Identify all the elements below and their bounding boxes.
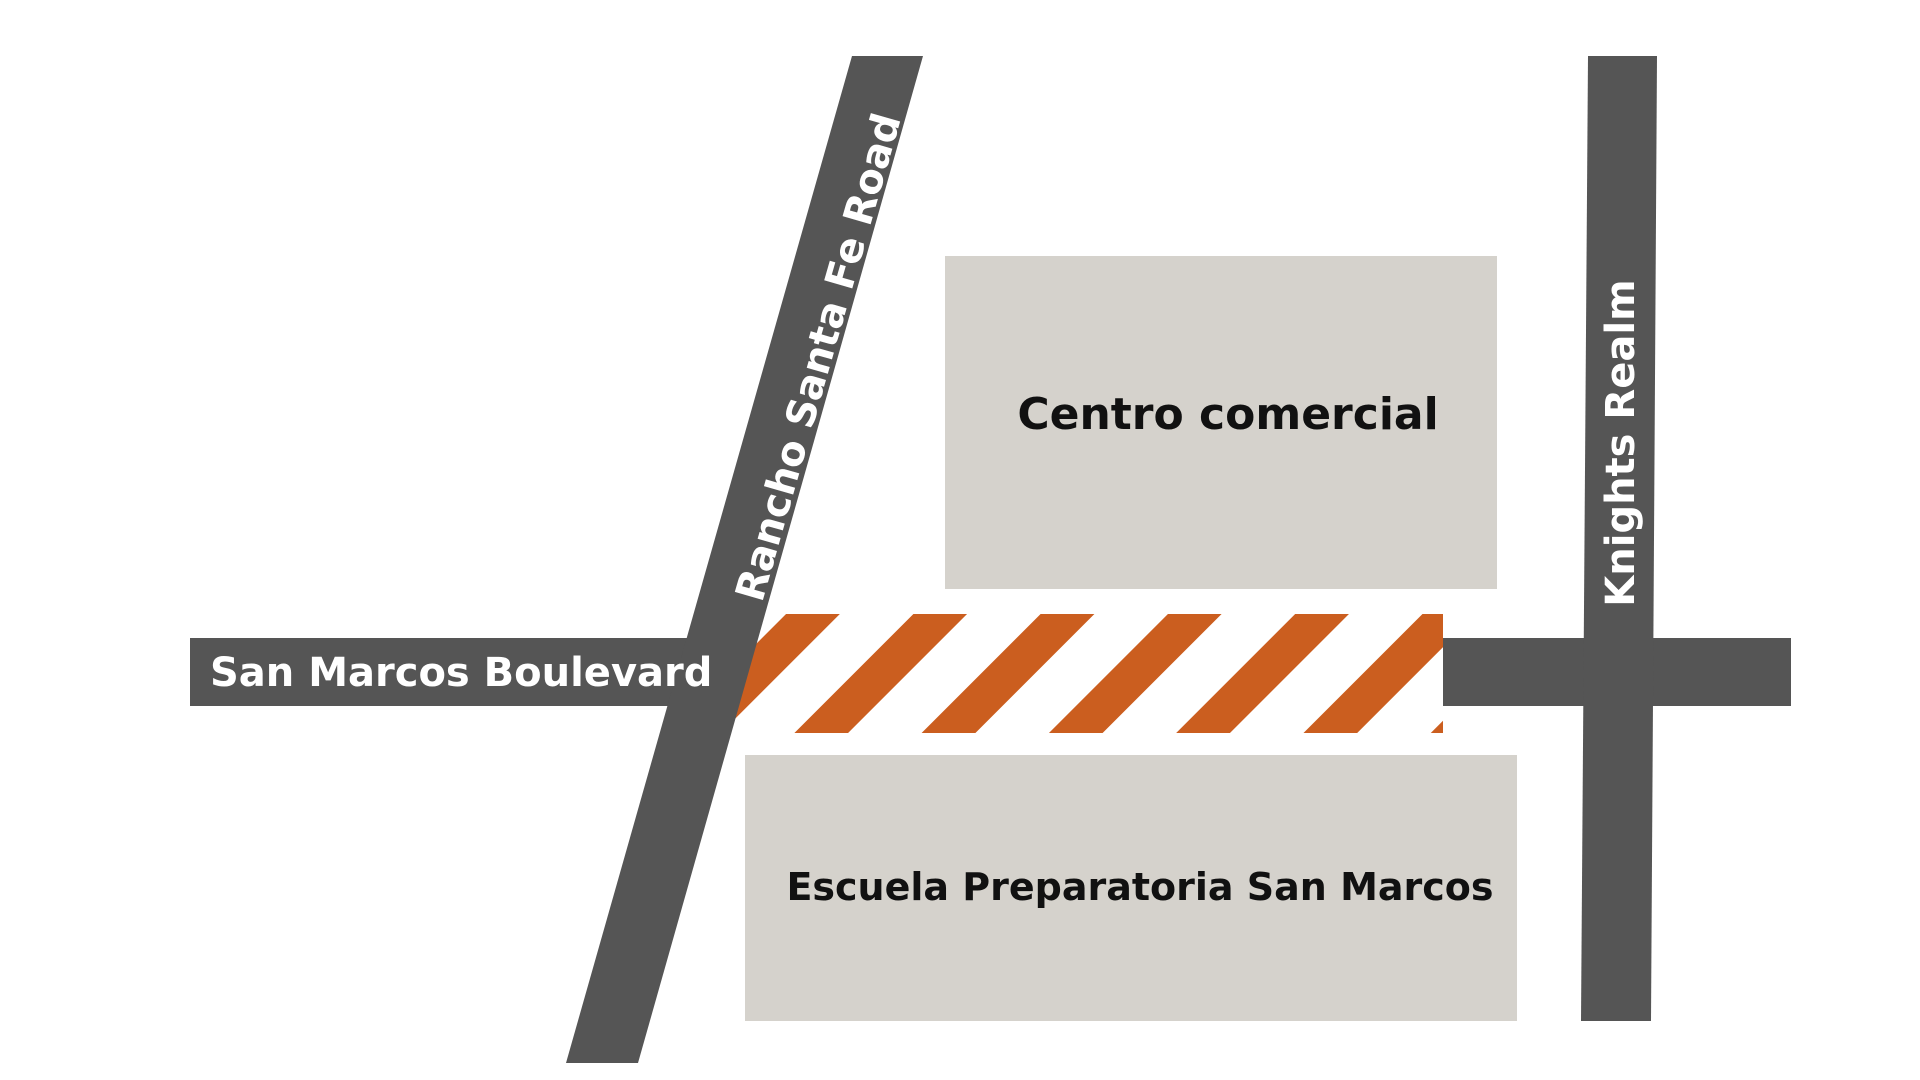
shopping-center-label: Centro comercial xyxy=(1017,389,1438,440)
shopping-center-block xyxy=(945,256,1497,589)
san-marcos-boulevard-label: San Marcos Boulevard xyxy=(210,650,712,696)
rancho-santa-fe-road xyxy=(566,56,923,1063)
knights-realm-label: Knights Realm xyxy=(1598,279,1644,606)
san-marcos-boulevard-road xyxy=(190,638,750,706)
knights-realm-road xyxy=(1581,56,1657,1021)
high-school-block xyxy=(745,755,1517,1021)
high-school-label: Escuela Preparatoria San Marcos xyxy=(786,865,1493,909)
road-closure-zone xyxy=(730,614,1443,733)
